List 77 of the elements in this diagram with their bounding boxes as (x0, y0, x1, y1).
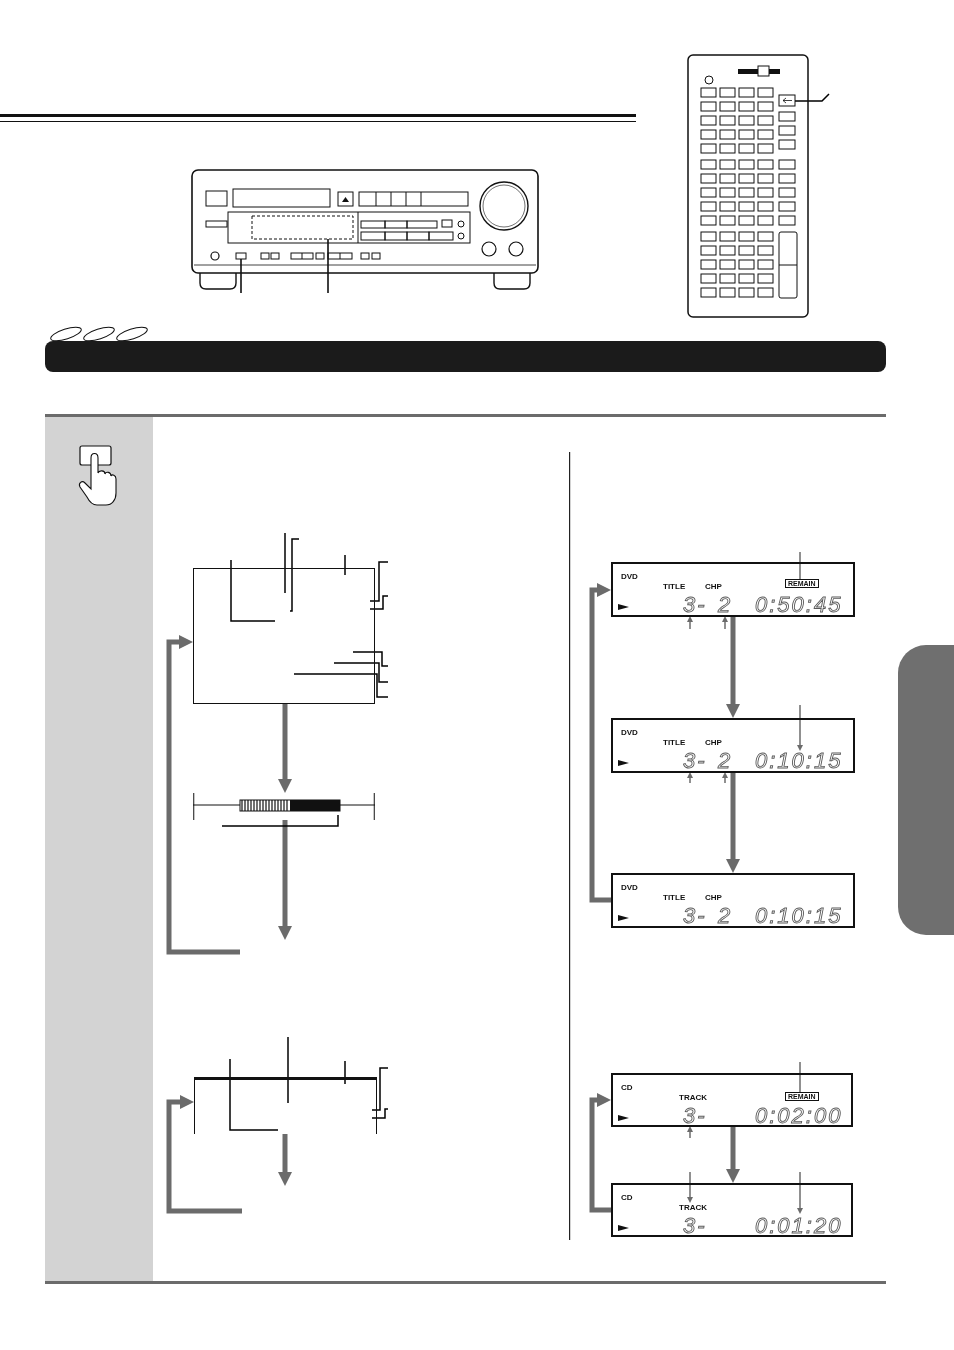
leader-arrow (797, 1171, 803, 1214)
leader-line (344, 554, 346, 576)
chapter-indicator: CHP (705, 894, 722, 902)
time-readout: 0:50:45 (755, 594, 843, 616)
chapter-indicator: CHP (705, 583, 722, 591)
display-window (251, 215, 354, 240)
flow-arrow (278, 820, 292, 940)
title-indicator: TITLE (663, 739, 686, 747)
remote-control-drawing (686, 53, 810, 319)
leader-arrow (687, 772, 693, 784)
source-indicator: DVD (621, 884, 638, 892)
display-panel (611, 1183, 853, 1237)
chapter-number: 2 (718, 750, 733, 772)
display-panel (611, 718, 855, 773)
leader-line (352, 651, 389, 667)
leader-line (293, 673, 389, 698)
panel-button (235, 252, 247, 260)
leader-arrow (687, 1171, 693, 1203)
side-tab (898, 645, 954, 935)
leader-line (327, 238, 329, 294)
time-readout: 0:10:15 (755, 750, 843, 772)
title-indicator: TITLE (663, 894, 686, 902)
leader-line (371, 1067, 389, 1111)
chapter-indicator: CHP (705, 739, 722, 747)
leader-line (229, 1058, 279, 1131)
return-arrow (166, 635, 240, 955)
leader-arrow (687, 616, 693, 630)
track-number: 3- (683, 1105, 707, 1127)
leader-line (221, 814, 339, 827)
display-panel (611, 1073, 853, 1127)
chapter-number: 2 (718, 594, 733, 616)
return-arrow (166, 1095, 242, 1214)
leader-line (344, 1060, 346, 1085)
track-indicator: TRACK (679, 1094, 707, 1102)
chapter-number: 2 (718, 905, 733, 927)
leader-line (333, 662, 389, 683)
leader-arrow (722, 772, 728, 784)
title-indicator: TITLE (663, 583, 686, 591)
time-readout: 0:02:00 (755, 1105, 843, 1127)
track-number: 3- (683, 1215, 707, 1237)
title-number: 3- (683, 750, 707, 772)
flow-arrow (726, 773, 740, 873)
flow-arrow (278, 704, 292, 793)
leader-line (240, 258, 242, 294)
title-number: 3- (683, 594, 707, 616)
display-panel (611, 562, 855, 617)
title-number: 3- (683, 905, 707, 927)
display-panel (611, 873, 855, 928)
display-outline (193, 568, 375, 704)
time-readout: 0:10:15 (755, 905, 843, 927)
leader-line (369, 561, 389, 602)
return-arrow (589, 583, 611, 903)
leader-arrow (797, 704, 803, 751)
return-arrow (589, 1093, 611, 1213)
source-indicator: CD (621, 1084, 633, 1092)
source-indicator: CD (621, 1194, 633, 1202)
flow-arrow (726, 1127, 740, 1183)
leader-line (289, 538, 300, 612)
level-meter (193, 793, 375, 820)
source-indicator: DVD (621, 729, 638, 737)
display-outline (194, 1077, 377, 1134)
track-indicator: TRACK (679, 1204, 707, 1212)
leader-line (371, 1108, 389, 1119)
leader-line (369, 595, 389, 610)
leader-line (799, 551, 801, 580)
remote-button (778, 94, 796, 107)
flow-arrow (726, 617, 740, 718)
leader-arrow (722, 616, 728, 630)
flow-arrow (278, 1134, 292, 1186)
source-indicator: DVD (621, 573, 638, 581)
leader-line (287, 1036, 289, 1104)
leader-line (230, 559, 276, 622)
leader-line (799, 1061, 801, 1093)
leader-line (794, 93, 830, 102)
leader-arrow (687, 1126, 693, 1139)
leader-line (284, 532, 286, 594)
time-readout: 0:01:20 (755, 1215, 843, 1237)
